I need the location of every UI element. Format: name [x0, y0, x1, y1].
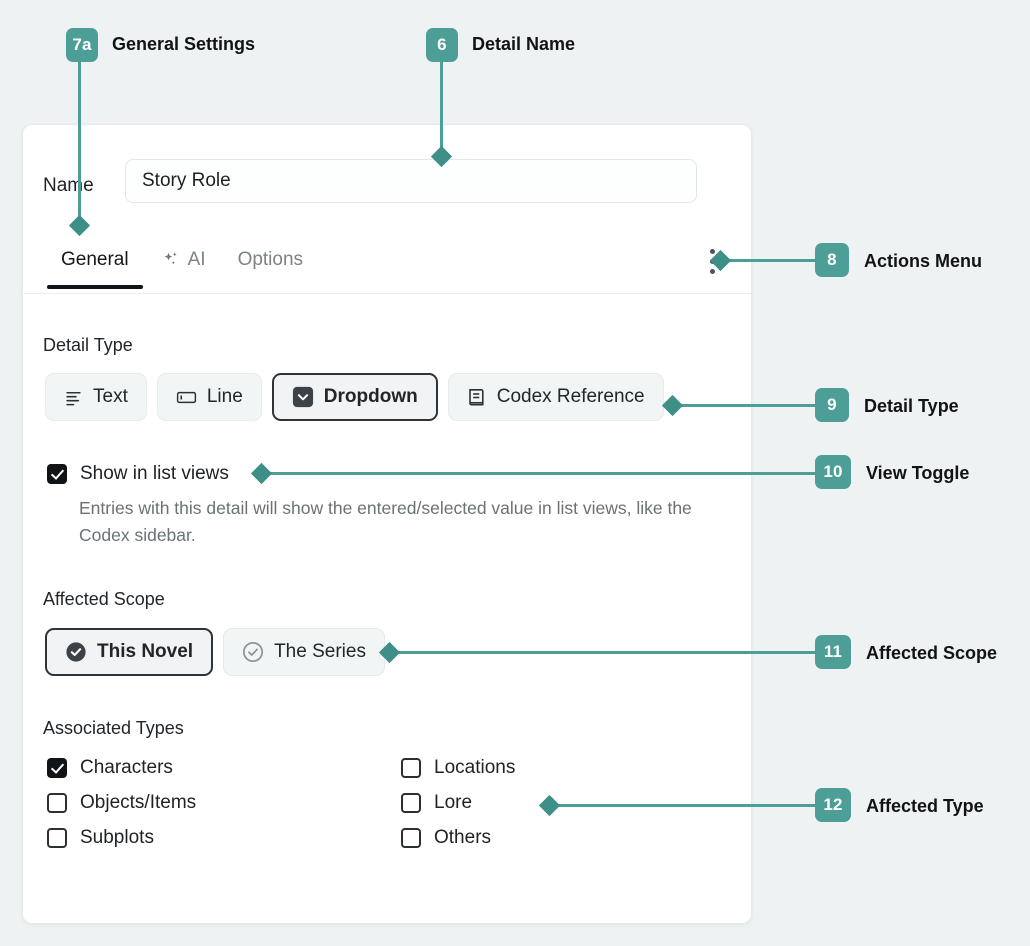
affected-scope-options: This Novel The Series	[45, 628, 385, 676]
tab-ai[interactable]: AI	[145, 231, 222, 289]
connector-line-detail-type	[678, 404, 815, 407]
annotation-label-affected-scope: Affected Scope	[866, 643, 998, 663]
connector-line-detail-name	[440, 62, 443, 158]
tab-general-label: General	[61, 249, 129, 270]
associated-type-lore-checkbox[interactable]	[401, 793, 421, 813]
show-in-list-views-help: Entries with this detail will show the e…	[79, 498, 692, 546]
associated-type-locations-label: Locations	[434, 757, 516, 778]
annotation-badge-12: 12	[815, 788, 851, 822]
annotation-badge-8: 8	[815, 243, 849, 277]
tab-general[interactable]: General	[45, 231, 145, 289]
tab-bar: General AI Options	[23, 231, 751, 294]
associated-type-subplots-label: Subplots	[80, 827, 154, 848]
associated-type-lore[interactable]: Lore	[401, 792, 472, 814]
associated-type-characters-label: Characters	[80, 757, 173, 778]
associated-type-lore-label: Lore	[434, 792, 473, 813]
associated-type-locations[interactable]: Locations	[401, 757, 515, 779]
detail-name-input[interactable]	[125, 159, 697, 203]
annotation-label-actions-menu: Actions Menu	[864, 251, 983, 271]
text-lines-icon	[64, 388, 83, 407]
tab-options-label: Options	[237, 249, 304, 270]
tab-ai-label: AI	[187, 249, 206, 270]
associated-type-others-label: Others	[434, 827, 492, 848]
book-icon	[467, 387, 487, 408]
tab-options[interactable]: Options	[222, 231, 319, 289]
check-circle-outline-icon	[242, 641, 264, 663]
annotation-label-general-settings: General Settings	[112, 34, 256, 54]
affected-scope-option-this-novel[interactable]: This Novel	[45, 628, 214, 676]
associated-type-objects-items[interactable]: Objects/Items	[47, 792, 196, 814]
detail-type-title: Detail Type	[43, 335, 133, 355]
detail-type-option-codex-reference[interactable]: Codex Reference	[447, 373, 664, 421]
check-circle-filled-icon	[65, 641, 87, 663]
detail-type-option-dropdown[interactable]: Dropdown	[271, 373, 438, 421]
associated-type-others[interactable]: Others	[401, 827, 491, 849]
detail-type-option-line[interactable]: Line	[156, 373, 262, 421]
dropdown-chevron-icon	[292, 386, 314, 408]
annotation-badge-10: 10	[815, 455, 851, 489]
connector-line-actions-menu	[720, 259, 815, 262]
annotation-label-detail-name: Detail Name	[472, 34, 576, 54]
detail-type-options: Text Line Dropdown	[45, 373, 664, 421]
affected-scope-label-the-series: The Series	[274, 641, 366, 662]
sparkle-icon	[161, 250, 181, 270]
text-input-icon	[176, 388, 197, 407]
annotation-badge-11: 11	[815, 635, 851, 669]
show-in-list-views-label: Show in list views	[80, 463, 229, 484]
affected-scope-label-this-novel: This Novel	[97, 641, 194, 662]
detail-type-label-text: Text	[93, 386, 128, 407]
affected-scope-option-the-series[interactable]: The Series	[223, 628, 385, 676]
annotation-label-affected-type: Affected Type	[866, 796, 984, 816]
annotation-badge-6: 6	[426, 28, 458, 62]
detail-type-label-dropdown: Dropdown	[323, 386, 418, 407]
associated-types-title: Associated Types	[43, 718, 184, 738]
show-in-list-views-row[interactable]: Show in list views	[47, 463, 229, 485]
affected-scope-title: Affected Scope	[43, 589, 165, 609]
associated-type-characters-checkbox[interactable]	[47, 758, 67, 778]
detail-type-label-line: Line	[206, 386, 243, 407]
connector-line-general-settings	[78, 62, 81, 227]
associated-type-locations-checkbox[interactable]	[401, 758, 421, 778]
associated-type-objects-items-checkbox[interactable]	[47, 793, 67, 813]
annotation-badge-9: 9	[815, 388, 849, 422]
associated-type-subplots[interactable]: Subplots	[47, 827, 154, 849]
connector-line-affected-scope	[390, 651, 815, 654]
show-in-list-views-checkbox[interactable]	[47, 464, 67, 484]
annotation-label-detail-type: Detail Type	[864, 396, 959, 416]
name-row: Name	[23, 159, 751, 215]
associated-type-subplots-checkbox[interactable]	[47, 828, 67, 848]
connector-line-view-toggle	[262, 472, 815, 475]
connector-line-affected-type	[550, 804, 815, 807]
associated-type-others-checkbox[interactable]	[401, 828, 421, 848]
annotation-badge-7a: 7a	[66, 28, 98, 62]
associated-type-objects-items-label: Objects/Items	[80, 792, 197, 813]
annotation-label-view-toggle: View Toggle	[866, 463, 970, 483]
name-label: Name	[43, 175, 94, 196]
detail-type-label-codex-reference: Codex Reference	[496, 386, 645, 407]
detail-type-option-text[interactable]: Text	[45, 373, 147, 421]
associated-type-characters[interactable]: Characters	[47, 757, 173, 779]
